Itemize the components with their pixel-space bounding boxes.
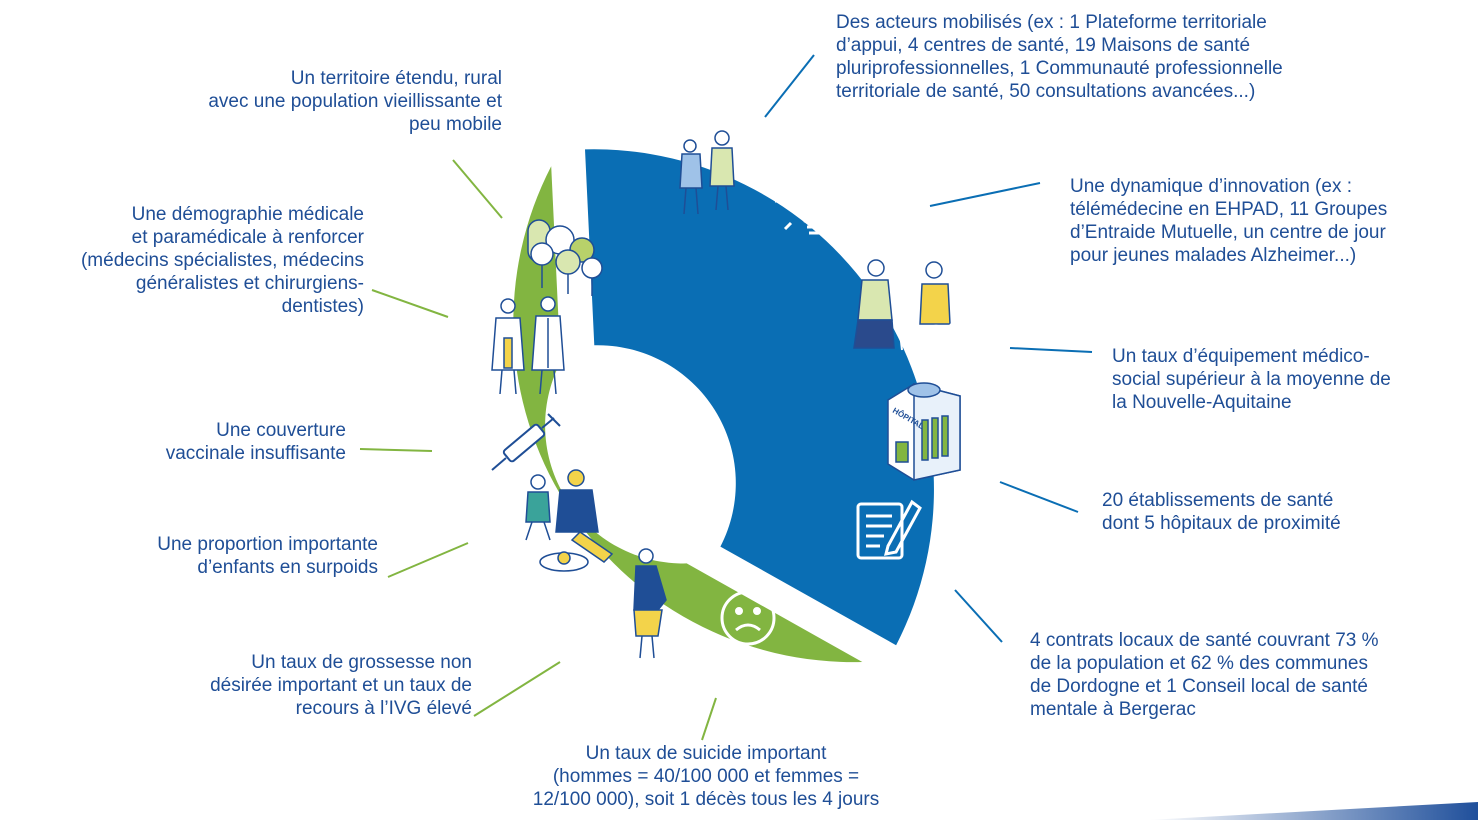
strength-label-acteurs: Des acteurs mobilisés (ex : 1 Plateforme… <box>836 12 1283 102</box>
challenge-label-grossesse: Un taux de grossesse non désirée importa… <box>210 652 472 719</box>
strengths-ring-segment <box>585 149 934 646</box>
challenge-label-surpoids: Une proportion importante d’enfants en s… <box>157 534 378 578</box>
document-pen-icon <box>856 499 922 560</box>
strength-connectors <box>764 54 1093 643</box>
people-icon <box>679 130 735 215</box>
challenge-label-territoire: Un territoire étendu, rural avec une pop… <box>208 68 502 135</box>
lightbulb-icon <box>775 161 855 235</box>
challenge-label-demographie: Une démographie médicale et paramédicale… <box>80 204 364 317</box>
challenge-label-vaccinale: Une couverture vaccinale insuffisante <box>165 420 346 464</box>
pregnant-woman-icon <box>633 548 667 659</box>
challenge-label-suicide: Un taux de suicide important (hommes = 4… <box>532 743 880 810</box>
strength-label-contrats: 4 contrats locaux de santé couvrant 73 %… <box>1030 630 1379 720</box>
strength-label-equipement: Un taux d’équipement médico- social supé… <box>1112 346 1391 413</box>
challenges-ring-segment <box>513 166 863 663</box>
strength-label-etablissements: 20 établissements de santé dont 5 hôpita… <box>1102 490 1341 534</box>
syringe-icon <box>491 413 561 471</box>
family-picnic-icon <box>525 469 614 572</box>
sad-face-icon <box>720 590 776 646</box>
trees-icon <box>527 219 603 296</box>
corner-stripe <box>1148 802 1478 820</box>
challenge-connectors <box>359 159 717 741</box>
elderly-wheelchair-icon <box>853 259 969 364</box>
doctors-icon <box>491 296 565 395</box>
hospital-icon <box>887 382 961 481</box>
strength-label-innovation: Une dynamique d’innovation (ex : téléméd… <box>1070 176 1388 266</box>
